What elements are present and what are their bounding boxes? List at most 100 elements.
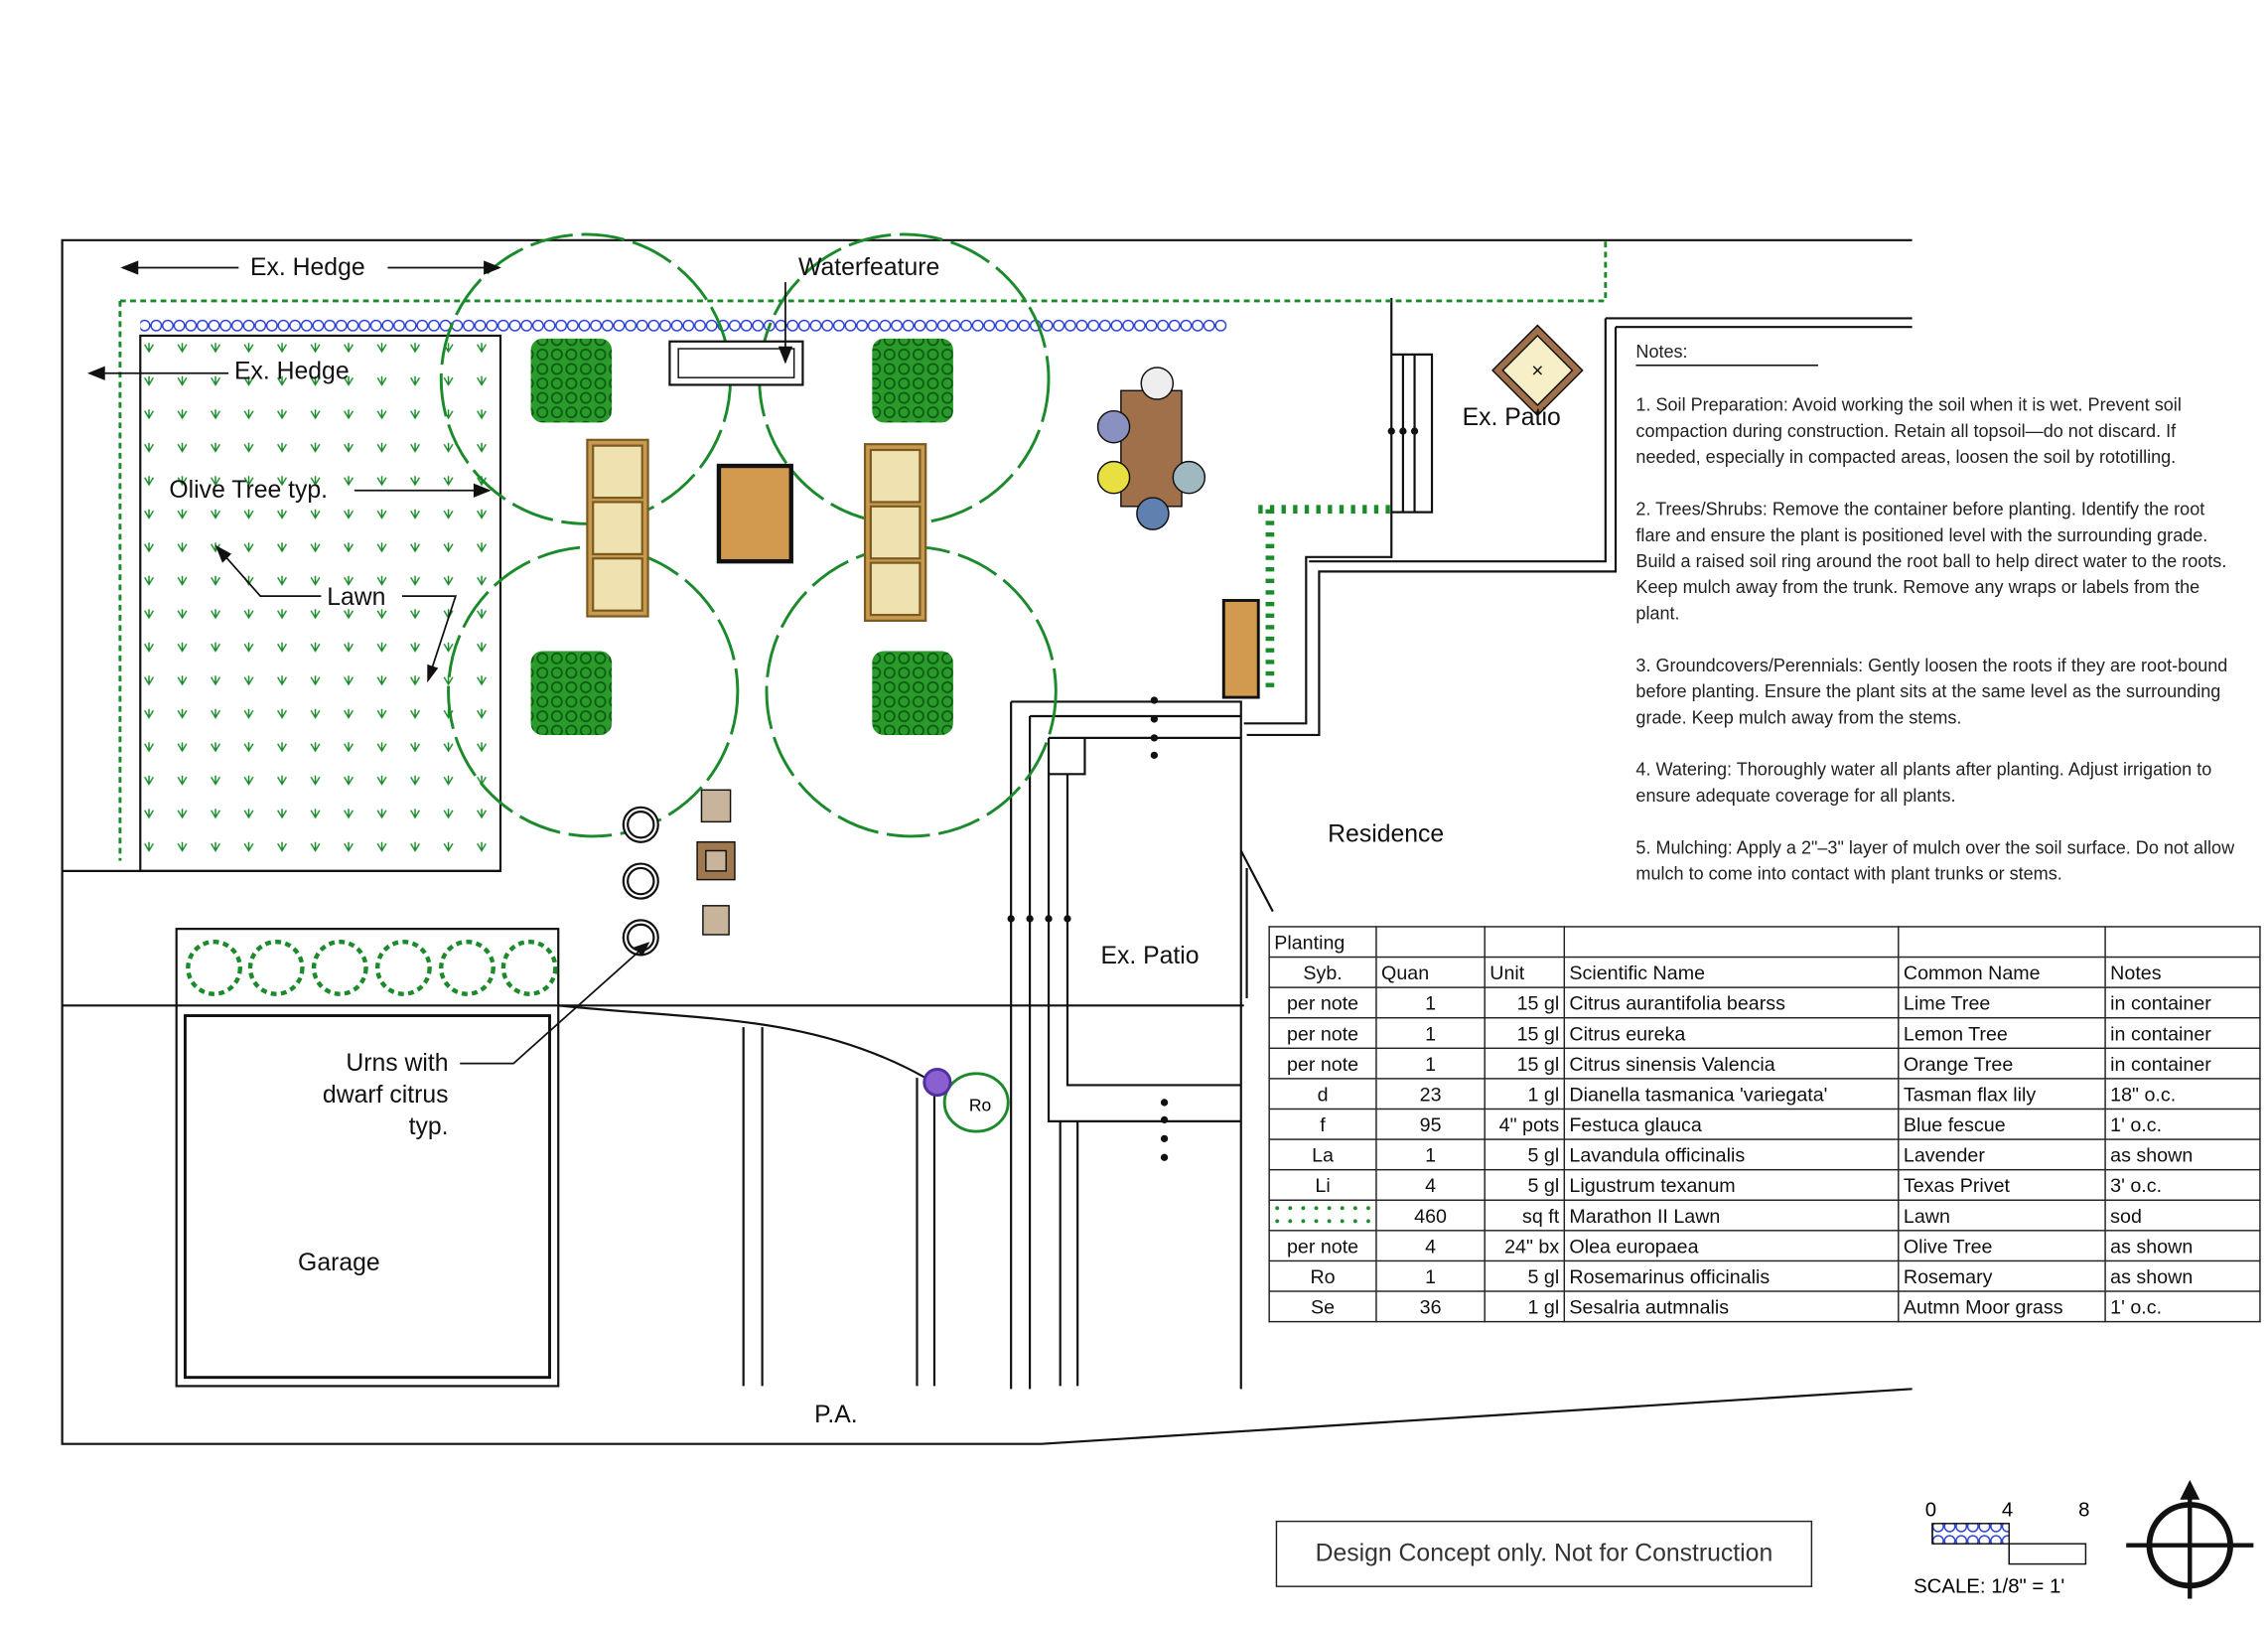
autumn-moor-grass-row bbox=[186, 940, 558, 996]
table-cell: 18" o.c. bbox=[2104, 1078, 2261, 1110]
table-cell: 15 gl bbox=[1484, 986, 1566, 1019]
garage-planter bbox=[175, 928, 560, 1388]
header-notes: Notes bbox=[2104, 956, 2261, 988]
table-cell: 15 gl bbox=[1484, 1016, 1566, 1050]
table-cell: 1 gl bbox=[1484, 1078, 1566, 1110]
table-cell: 1 gl bbox=[1484, 1290, 1566, 1323]
table-cell: 5 gl bbox=[1484, 1259, 1566, 1292]
disclaimer-box: Design Concept only. Not for Constructio… bbox=[1275, 1520, 1813, 1587]
table-cell: Ro bbox=[1268, 1259, 1377, 1292]
garage bbox=[183, 1014, 551, 1380]
benches bbox=[586, 438, 927, 622]
table-cell: Orange Tree bbox=[1898, 1047, 2106, 1080]
table-cell: 1 bbox=[1375, 1016, 1486, 1050]
label-garage: Garage bbox=[298, 1249, 380, 1276]
table-cell: Texas Privet bbox=[1898, 1168, 2106, 1201]
label-ex-hedge-top: Ex. Hedge bbox=[249, 252, 365, 281]
scale-bar bbox=[1931, 1523, 2087, 1565]
table-cell: Citrus aurantifolia bearss bbox=[1563, 986, 1900, 1019]
blue-hedge-row bbox=[140, 318, 1227, 334]
planter-box bbox=[1221, 599, 1260, 699]
table-cell: Sesalria autmnalis bbox=[1563, 1290, 1900, 1323]
privet-shrubs bbox=[530, 338, 953, 735]
urns bbox=[622, 806, 659, 957]
coffee-table bbox=[716, 463, 793, 564]
leader-lines bbox=[86, 260, 793, 1065]
note-4: 4. Watering: Thoroughly water all plants… bbox=[1635, 759, 2212, 807]
header-common: Common Name bbox=[1898, 956, 2106, 988]
table-cell: La bbox=[1268, 1138, 1377, 1171]
scale-tick-4: 4 bbox=[2002, 1500, 2013, 1522]
urns-line-2: dwarf citrus bbox=[322, 1081, 449, 1109]
table-cell: Lavandula officinalis bbox=[1563, 1138, 1900, 1171]
label-residence: Residence bbox=[1328, 819, 1445, 848]
label-ex-patio-top: Ex. Patio bbox=[1462, 403, 1561, 432]
label-urns: Urns with dwarf citrus typ. bbox=[304, 1048, 449, 1143]
dining-set bbox=[1096, 367, 1206, 530]
table-cell: in container bbox=[2104, 1016, 2261, 1050]
table-cell: 95 bbox=[1375, 1108, 1486, 1140]
table-cell: 1' o.c. bbox=[2104, 1290, 2261, 1323]
table-cell: 23 bbox=[1375, 1078, 1486, 1110]
label-pa: P.A. bbox=[814, 1400, 858, 1428]
scale-label: SCALE: 1/8" = 1' bbox=[1914, 1576, 2064, 1598]
table-cell: 36 bbox=[1375, 1290, 1486, 1323]
note-1: 1. Soil Preparation: Avoid working the s… bbox=[1635, 394, 2182, 468]
table-cell: Lawn bbox=[1898, 1199, 2106, 1232]
existing-hedge-line bbox=[118, 239, 1608, 861]
table-cell: d bbox=[1268, 1078, 1377, 1110]
header-scientific: Scientific Name bbox=[1563, 956, 1900, 988]
table-cell: Se bbox=[1268, 1290, 1377, 1323]
table-cell: 1 bbox=[1375, 986, 1486, 1019]
notes-panel: Notes: 1. Soil Preparation: Avoid workin… bbox=[1635, 339, 2235, 913]
dianella-border bbox=[1258, 505, 1392, 695]
label-ex-hedge-left: Ex. Hedge bbox=[233, 357, 350, 385]
urns-line-1: Urns with bbox=[346, 1049, 449, 1077]
property-lines bbox=[61, 238, 1913, 1445]
table-cell: 1 bbox=[1375, 1259, 1486, 1292]
table-cell: Rosemary bbox=[1898, 1259, 2106, 1292]
table-cell: Olea europaea bbox=[1563, 1230, 1900, 1262]
table-cell: Autmn Moor grass bbox=[1898, 1290, 2106, 1323]
header-syb: Syb. bbox=[1268, 956, 1377, 988]
table-cell: Dianella tasmanica 'variegata' bbox=[1563, 1078, 1900, 1110]
table-cell: 4" pots bbox=[1484, 1108, 1566, 1140]
note-5: 5. Mulching: Apply a 2"–3" layer of mulc… bbox=[1635, 837, 2235, 884]
table-cell: Tasman flax lily bbox=[1898, 1078, 2106, 1110]
table-cell: Lime Tree bbox=[1898, 986, 2106, 1019]
table-cell: 5 gl bbox=[1484, 1168, 1566, 1201]
table-cell: sq ft bbox=[1484, 1199, 1566, 1232]
table-header-row: Syb. Quan Unit Scientific Name Common Na… bbox=[1268, 956, 2261, 988]
header-unit: Unit bbox=[1484, 956, 1566, 988]
label-olive-tree: Olive Tree typ. bbox=[169, 476, 329, 504]
table-title-row: Planting bbox=[1268, 926, 2261, 959]
table-cell: Lemon Tree bbox=[1898, 1016, 2106, 1050]
table-cell: per note bbox=[1268, 986, 1377, 1019]
label-ex-patio-bottom: Ex. Patio bbox=[1100, 942, 1200, 969]
planting-schedule-table: Planting Syb. Quan Unit Scientific Name … bbox=[1268, 926, 2261, 1323]
lawn-area bbox=[139, 334, 502, 872]
table-cell: 24" bx bbox=[1484, 1230, 1566, 1262]
ex-patio-chair bbox=[1491, 324, 1584, 417]
north-arrow-icon bbox=[2126, 1479, 2254, 1599]
table-cell: Citrus sinensis Valencia bbox=[1563, 1047, 1900, 1080]
table-cell: 15 gl bbox=[1484, 1047, 1566, 1080]
table-cell: Li bbox=[1268, 1168, 1377, 1201]
table-cell: Blue fescue bbox=[1898, 1108, 2106, 1140]
table-title: Planting bbox=[1268, 926, 1377, 959]
table-cell bbox=[1268, 1199, 1377, 1232]
table-cell: 1 bbox=[1375, 1047, 1486, 1080]
note-3: 3. Groundcovers/Perennials: Gently loose… bbox=[1635, 655, 2228, 728]
table-cell: Marathon II Lawn bbox=[1563, 1199, 1900, 1232]
wall-post-dots bbox=[1007, 427, 1419, 1161]
scale-tick-8: 8 bbox=[2078, 1500, 2089, 1522]
